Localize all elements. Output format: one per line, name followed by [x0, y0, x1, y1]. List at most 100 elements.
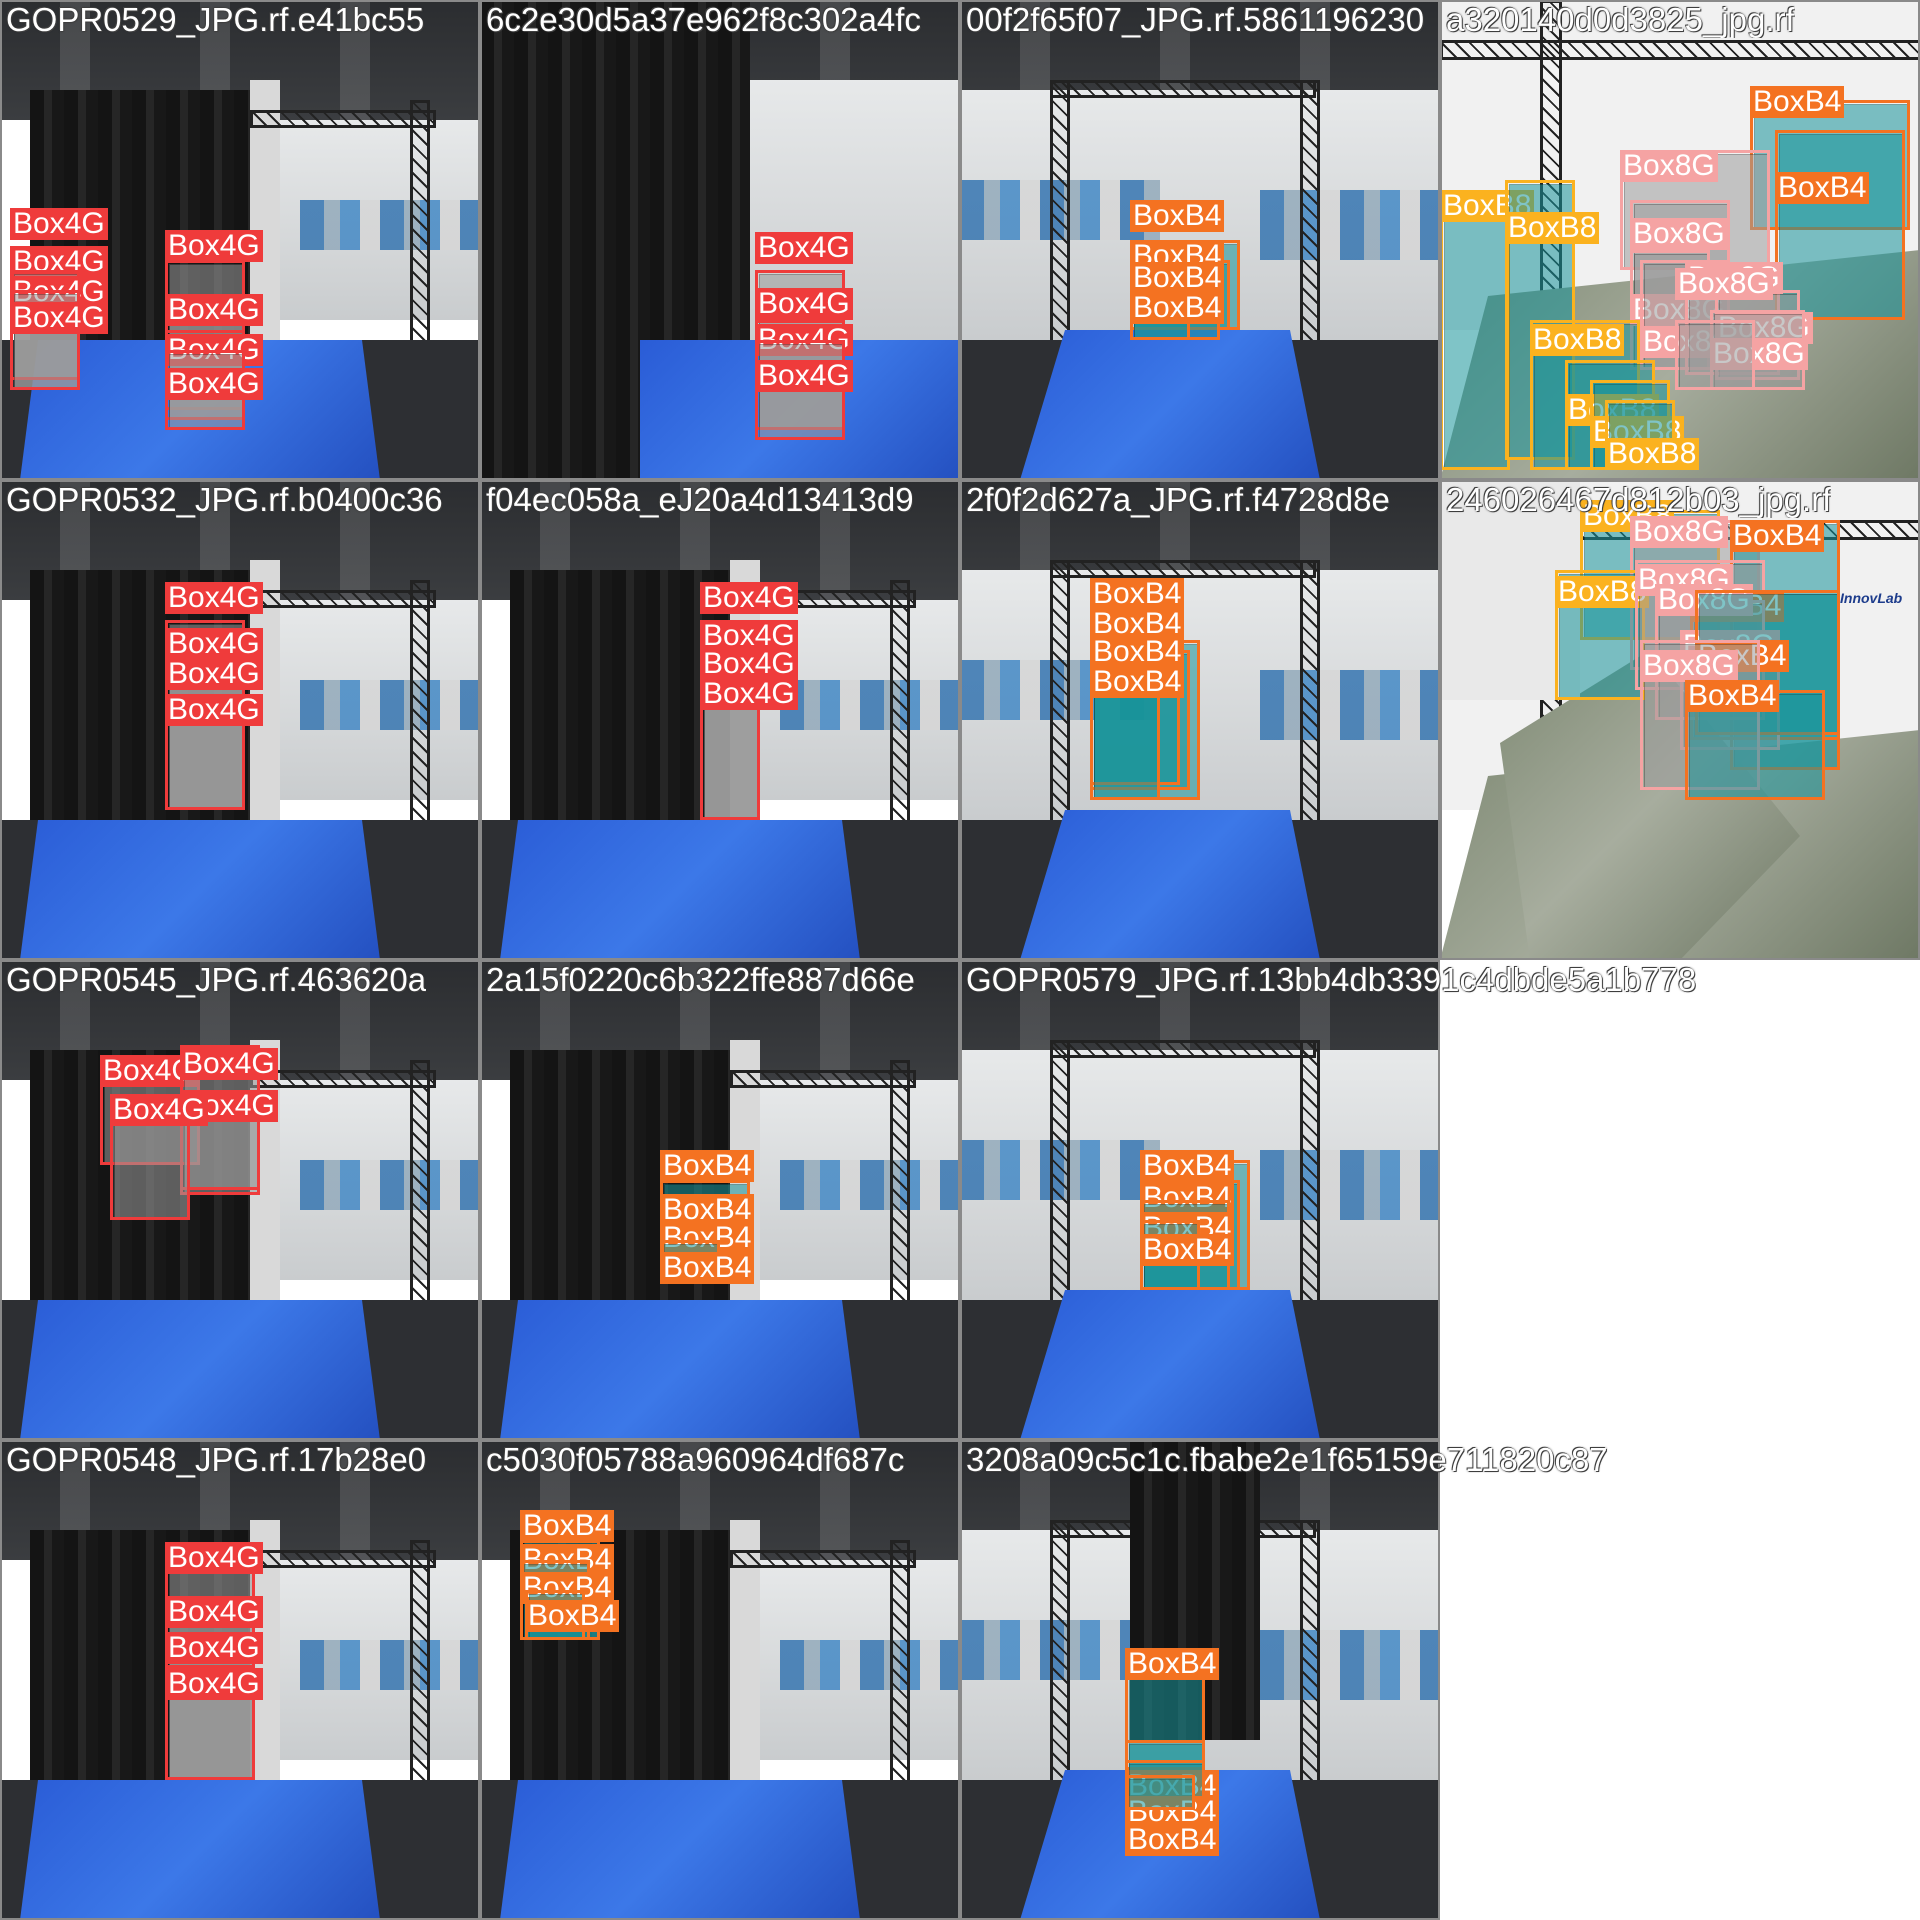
- bounding-box-label: Box4G: [165, 230, 263, 262]
- bounding-box-label: BoxB4: [1730, 520, 1825, 552]
- tile-filename-caption: 246026467d812b03_jpg.rf: [1446, 482, 1832, 518]
- bounding-box-label: Box4G: [700, 582, 798, 614]
- bounding-box-label: Box4G: [700, 648, 798, 680]
- bounding-box-label: Box8G: [1640, 650, 1738, 682]
- bounding-box-label: BoxB8: [1555, 576, 1650, 608]
- tile-filename-caption: GOPR0548_JPG.rf.17b28e0: [6, 1442, 427, 1478]
- tile-filename-caption: 6c2e30d5a37e962f8c302a4fc: [486, 2, 921, 38]
- bounding-box-label: Box4G: [165, 1632, 263, 1664]
- mosaic-tile: Box4G Box4G Box4G Box4G: [0, 1440, 480, 1920]
- bounding-box-label: BoxB4: [660, 1150, 755, 1182]
- photo-background: [0, 0, 480, 480]
- tile-filename-caption: f04ec058a_eJ20a4d13413d9: [486, 482, 914, 518]
- tile-filename-caption: a320140d0d3825_jpg.rf: [1446, 2, 1795, 38]
- storage-bin: [1679, 324, 1753, 388]
- bounding-box-label: Box4G: [755, 360, 853, 392]
- bounding-box-label: BoxB4: [1775, 172, 1870, 204]
- bounding-box-label: Box4G: [165, 1596, 263, 1628]
- tile-filename-caption: GOPR0529_JPG.rf.e41bc55: [6, 2, 425, 38]
- wall-sign-text: InnovLab: [1840, 590, 1903, 606]
- tile-filename-caption: 00f2f65f07_JPG.rf.5861196230: [966, 2, 1425, 38]
- bounding-box-label: BoxB4: [1125, 1648, 1220, 1680]
- bounding-box: [1775, 130, 1905, 320]
- mosaic-tile: InnovLabBoxB8Box8GBoxB4BoxB8Box8GBoxB4Bo…: [1440, 480, 1920, 960]
- bounding-box-label: BoxB4: [520, 1510, 615, 1542]
- tile-filename-caption: GOPR0579_JPG.rf.13bb4db3391c4dbde5a1b778: [966, 962, 1697, 998]
- bounding-box-label: Box4G: [165, 658, 263, 690]
- photo-background: [480, 960, 960, 1440]
- storage-bin: [1444, 194, 1508, 468]
- bounding-box-label: BoxB4: [1685, 680, 1780, 712]
- photo-background: [960, 0, 1440, 480]
- bounding-box-label: BoxB4: [1125, 1824, 1220, 1856]
- bounding-box-label: BoxB8: [1505, 212, 1600, 244]
- bounding-box-label: BoxB8: [1530, 324, 1625, 356]
- bounding-box-label: BoxB4: [1090, 608, 1185, 640]
- bounding-box-label: BoxB4: [1090, 666, 1185, 698]
- bounding-box-label: Box4G: [165, 582, 263, 614]
- bounding-box-label: Box8G: [1630, 516, 1728, 548]
- tile-filename-caption: 2f0f2d627a_JPG.rf.f4728d8e: [966, 482, 1390, 518]
- bounding-box-label: Box4G: [165, 694, 263, 726]
- tile-filename-caption: GOPR0532_JPG.rf.b0400c36: [6, 482, 443, 518]
- bounding-box-label: Box4G: [165, 368, 263, 400]
- bounding-box-label: BoxB4: [1130, 262, 1225, 294]
- photo-background: [960, 960, 1440, 1440]
- bounding-box: [165, 1665, 255, 1780]
- bounding-box-label: Box4G: [165, 294, 263, 326]
- photo-background: [0, 480, 480, 960]
- bounding-box-label: Box8G: [1675, 268, 1773, 300]
- bounding-box-label: Box4G: [755, 232, 853, 264]
- bounding-box-label: Box4G: [110, 1094, 208, 1126]
- bounding-box-label: Box4G: [755, 288, 853, 320]
- bounding-box-label: BoxB8: [1605, 438, 1700, 470]
- bounding-box: [10, 290, 80, 390]
- bounding-box: [1440, 190, 1510, 470]
- tile-filename-caption: 3208a09c5c1c.fbabe2e1f65159e711820c87: [966, 1442, 1608, 1478]
- bounding-box-label: BoxB4: [1090, 636, 1185, 668]
- bounding-box-label: Box4G: [180, 1048, 278, 1080]
- bounding-box: [1090, 690, 1160, 800]
- photo-background: [0, 960, 480, 1440]
- tile-filename-caption: c5030f05788a960964df687c: [486, 1442, 905, 1478]
- bounding-box-label: BoxB4: [1130, 200, 1225, 232]
- bounding-box-label: BoxB4: [1750, 86, 1845, 118]
- bounding-box-label: BoxB4: [660, 1252, 755, 1284]
- bounding-box-label: BoxB4: [1140, 1150, 1235, 1182]
- bounding-box-label: BoxB4: [525, 1600, 620, 1632]
- photo-background: [480, 0, 960, 480]
- photo-background: [480, 480, 960, 960]
- tile-filename-caption: 2a15f0220c6b322ffe887d66e: [486, 962, 915, 998]
- bounding-box-label: BoxB4: [1140, 1234, 1235, 1266]
- bounding-box-label: Box4G: [700, 678, 798, 710]
- bounding-box-label: BoxB4: [1130, 292, 1225, 324]
- bounding-box-label: Box8G: [1630, 218, 1728, 250]
- bounding-box-label: Box4G: [165, 628, 263, 660]
- bounding-box-label: Box8G: [1620, 150, 1718, 182]
- tile-filename-caption: GOPR0545_JPG.rf.463620a: [6, 962, 427, 998]
- bounding-box: [1125, 1775, 1195, 1810]
- bounding-box-label: BoxB8: [1580, 500, 1675, 532]
- photo-background: [960, 480, 1440, 960]
- bounding-box: [1675, 320, 1755, 390]
- bounding-box-label: Box4G: [165, 1542, 263, 1574]
- bounding-box-label: Box4G: [700, 620, 798, 652]
- bounding-box-label: Box4G: [10, 208, 108, 240]
- bounding-box-label: Box4G: [165, 1668, 263, 1700]
- storage-bin: [1094, 694, 1158, 798]
- bounding-box-label: BoxB4: [1090, 578, 1185, 610]
- bounding-box-label: Box4G: [10, 302, 108, 334]
